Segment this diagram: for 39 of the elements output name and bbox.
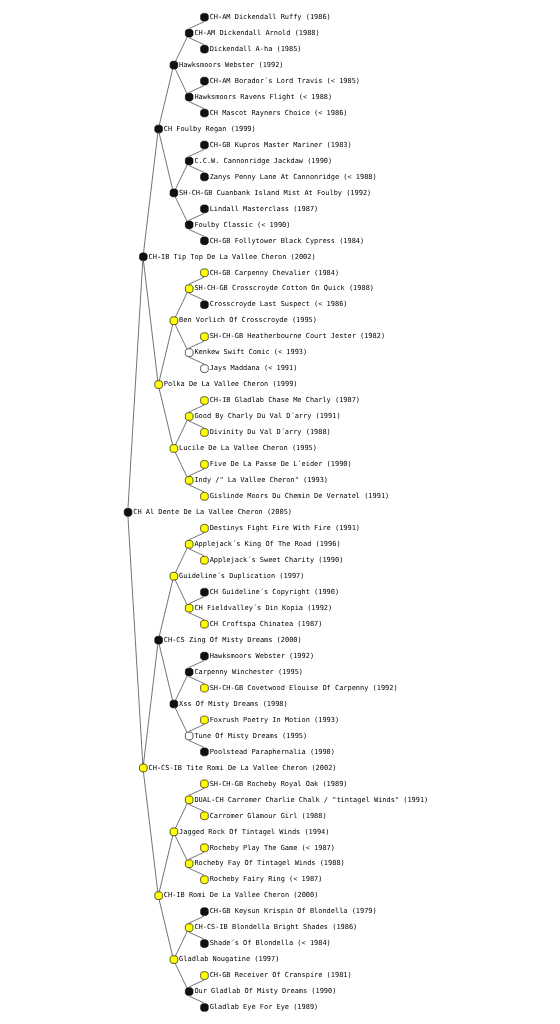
connector [142, 132, 158, 254]
connector [188, 740, 204, 748]
connector [174, 36, 187, 62]
connector [158, 68, 173, 126]
connector [188, 995, 204, 1004]
connector [174, 548, 187, 573]
connector [188, 660, 204, 668]
connector [188, 676, 204, 684]
connector [188, 979, 204, 988]
connector [142, 643, 158, 765]
connector [174, 579, 187, 605]
connector [158, 132, 173, 190]
connector [174, 292, 187, 318]
connector [188, 85, 204, 93]
connector [174, 963, 187, 988]
connector [127, 260, 143, 509]
connector [188, 229, 204, 237]
connector [188, 37, 204, 45]
connector [188, 21, 204, 29]
connector [188, 931, 204, 940]
connector [142, 260, 158, 381]
connector [188, 292, 204, 301]
connector [158, 579, 173, 637]
connector [174, 324, 187, 349]
connector [174, 707, 187, 733]
connector [158, 643, 173, 701]
connector [174, 196, 187, 222]
connector [188, 165, 204, 173]
connector [174, 164, 187, 190]
connector [127, 516, 143, 765]
connector [174, 420, 187, 445]
connector [174, 675, 187, 701]
connector [158, 324, 173, 381]
connector [188, 596, 204, 604]
connector [174, 68, 187, 94]
connector [188, 213, 204, 221]
connector [188, 101, 204, 109]
connector [188, 149, 204, 157]
connector [188, 915, 204, 924]
